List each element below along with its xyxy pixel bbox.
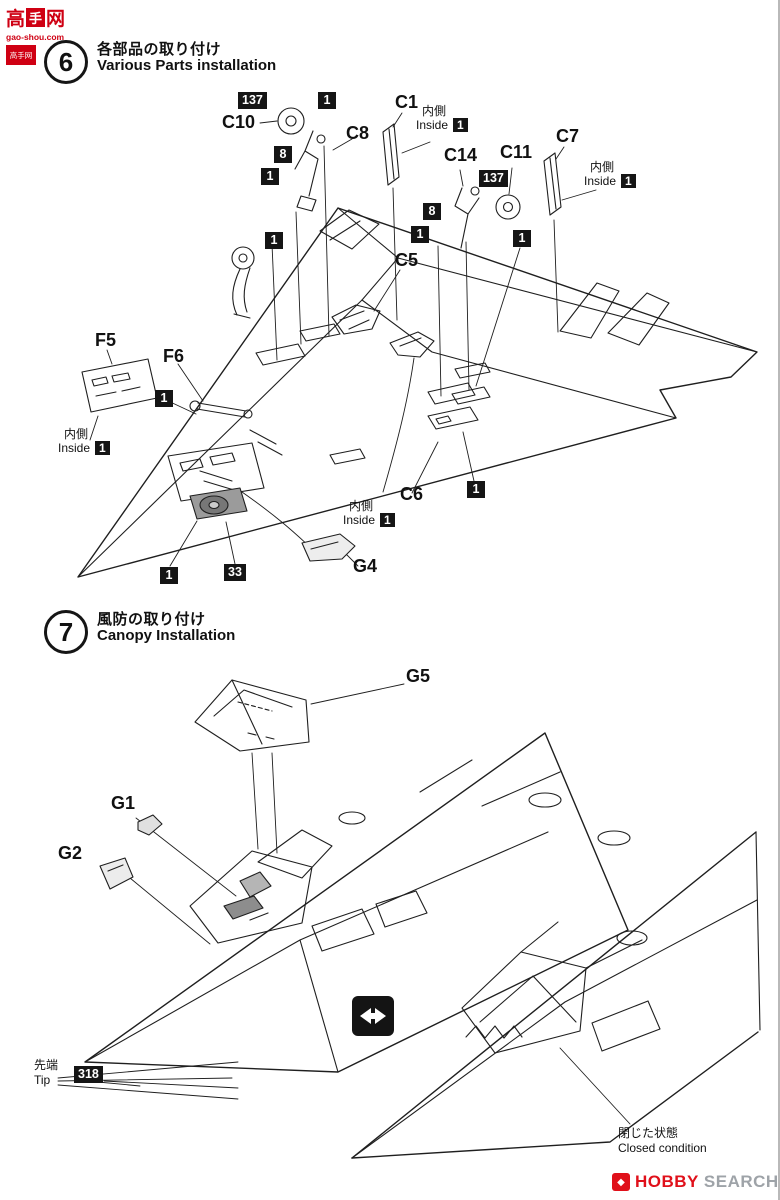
badge-137: 137 [479, 170, 508, 187]
watermark-domain: gao-shou.com [6, 32, 65, 42]
gear-c10-c8 [277, 107, 326, 212]
badge-137: 137 [238, 92, 267, 109]
hook-part [231, 246, 255, 319]
part-label-c7: C7 [556, 126, 580, 146]
closed-condition-note: 閉じた状態 Closed condition [618, 1126, 707, 1156]
step6-title-en: Various Parts installation [97, 57, 277, 74]
v-tail-left [559, 282, 620, 339]
antenna-c1 [382, 123, 400, 186]
inside-jp: 内側 [590, 160, 615, 174]
gear-bay-assembly [167, 442, 265, 520]
part-label-c8: C8 [346, 123, 370, 143]
watermark-char: 高 [6, 9, 26, 30]
part-label-f6: F6 [163, 346, 185, 366]
part-label-c6: C6 [400, 484, 424, 504]
badge-1: 1 [453, 118, 468, 132]
part-g2 [99, 857, 134, 890]
inside-note-c7: 内側 Inside 1 [584, 160, 636, 188]
inside-jp: 内側 [349, 499, 374, 513]
inside-en: Inside [58, 441, 91, 455]
part-f5 [81, 358, 158, 413]
part-label-c11: C11 [500, 142, 533, 162]
closed-jp: 閉じた状態 [618, 1126, 679, 1140]
antenna-c7 [543, 152, 562, 216]
badge-8: 8 [274, 146, 292, 163]
inside-jp: 内側 [64, 427, 89, 441]
nose-open-view [84, 732, 631, 1073]
badge-1: 1 [318, 92, 336, 109]
leader-lines-step7 [97, 683, 631, 1125]
closed-canopy [461, 951, 587, 1054]
part-g4 [301, 533, 356, 562]
tip-jp: 先端 [34, 1058, 59, 1072]
part-label-g2: G2 [58, 843, 83, 863]
badge-1: 1 [513, 230, 531, 247]
step6-number: 6 [44, 40, 88, 84]
aircraft-top-view [77, 207, 758, 578]
hobbysearch-logo: ◆ HOBBY SEARCH [612, 1172, 779, 1192]
closed-en: Closed condition [618, 1141, 707, 1155]
watermark-logo: 高 手 网 gao-shou.com 高手网 [6, 4, 65, 65]
step7-title-en: Canopy Installation [97, 627, 236, 644]
part-label-g1: G1 [111, 793, 136, 813]
watermark-char: 网 [46, 9, 66, 30]
inside-en: Inside [343, 513, 376, 527]
badge-318: 318 [74, 1066, 103, 1083]
watermark-block: 高手网 [6, 45, 36, 65]
part-label-c5: C5 [395, 250, 419, 270]
badge-1: 1 [467, 481, 485, 498]
badge-8: 8 [423, 203, 441, 220]
wheel-c10 [277, 107, 305, 135]
leader-lines-step6 [89, 112, 597, 567]
hobbysearch-icon: ◆ [612, 1173, 630, 1191]
part-c6-group [389, 331, 491, 430]
inside-note-f5: 内側 Inside 1 [58, 427, 110, 455]
inside-en: Inside [584, 174, 617, 188]
part-label-c1: C1 [395, 92, 419, 112]
cockpit-opening [189, 850, 313, 944]
badge-1: 1 [265, 232, 283, 249]
step7-number: 7 [44, 610, 88, 654]
part-label-g4: G4 [353, 556, 378, 576]
inside-en: Inside [416, 118, 449, 132]
badge-1: 1 [261, 168, 279, 185]
nose-closed-view [351, 831, 761, 1159]
part-label-g5: G5 [406, 666, 431, 686]
badge-1: 1 [95, 441, 110, 455]
badge-1: 1 [621, 174, 636, 188]
gear-c14-c11 [454, 186, 521, 249]
badge-33: 33 [224, 564, 246, 581]
badge-1: 1 [160, 567, 178, 584]
part-c5 [331, 304, 381, 335]
left-right-arrow-icon [352, 996, 394, 1036]
tip-en: Tip [34, 1073, 51, 1087]
wheel-c11 [495, 194, 521, 220]
step7-title-jp: 風防の取り付け [97, 611, 206, 628]
hobbysearch-brand-search: SEARCH [703, 1172, 779, 1191]
badge-1: 1 [380, 513, 395, 527]
v-tail-right [607, 292, 670, 346]
part-label-c14: C14 [444, 145, 478, 165]
part-g5-canopy [194, 679, 310, 752]
part-f6 [189, 400, 253, 419]
badge-1: 1 [155, 390, 173, 407]
badge-1: 1 [411, 226, 429, 243]
step6-title-jp: 各部品の取り付け [97, 41, 222, 58]
part-label-c10: C10 [222, 112, 256, 132]
windshield [257, 829, 333, 879]
part-g1 [137, 814, 163, 836]
inside-note-c6: 内側 Inside 1 [343, 499, 395, 527]
canopy-outline [319, 209, 380, 250]
watermark-box-char: 手 [26, 8, 46, 27]
tip-note: 先端 Tip [34, 1058, 58, 1088]
hobbysearch-brand-hobby: HOBBY [635, 1172, 699, 1191]
part-label-f5: F5 [95, 330, 117, 350]
scan-edge-line [778, 0, 780, 1200]
inside-note-c1: 内側 Inside 1 [416, 104, 468, 132]
inside-jp: 内側 [422, 104, 447, 118]
